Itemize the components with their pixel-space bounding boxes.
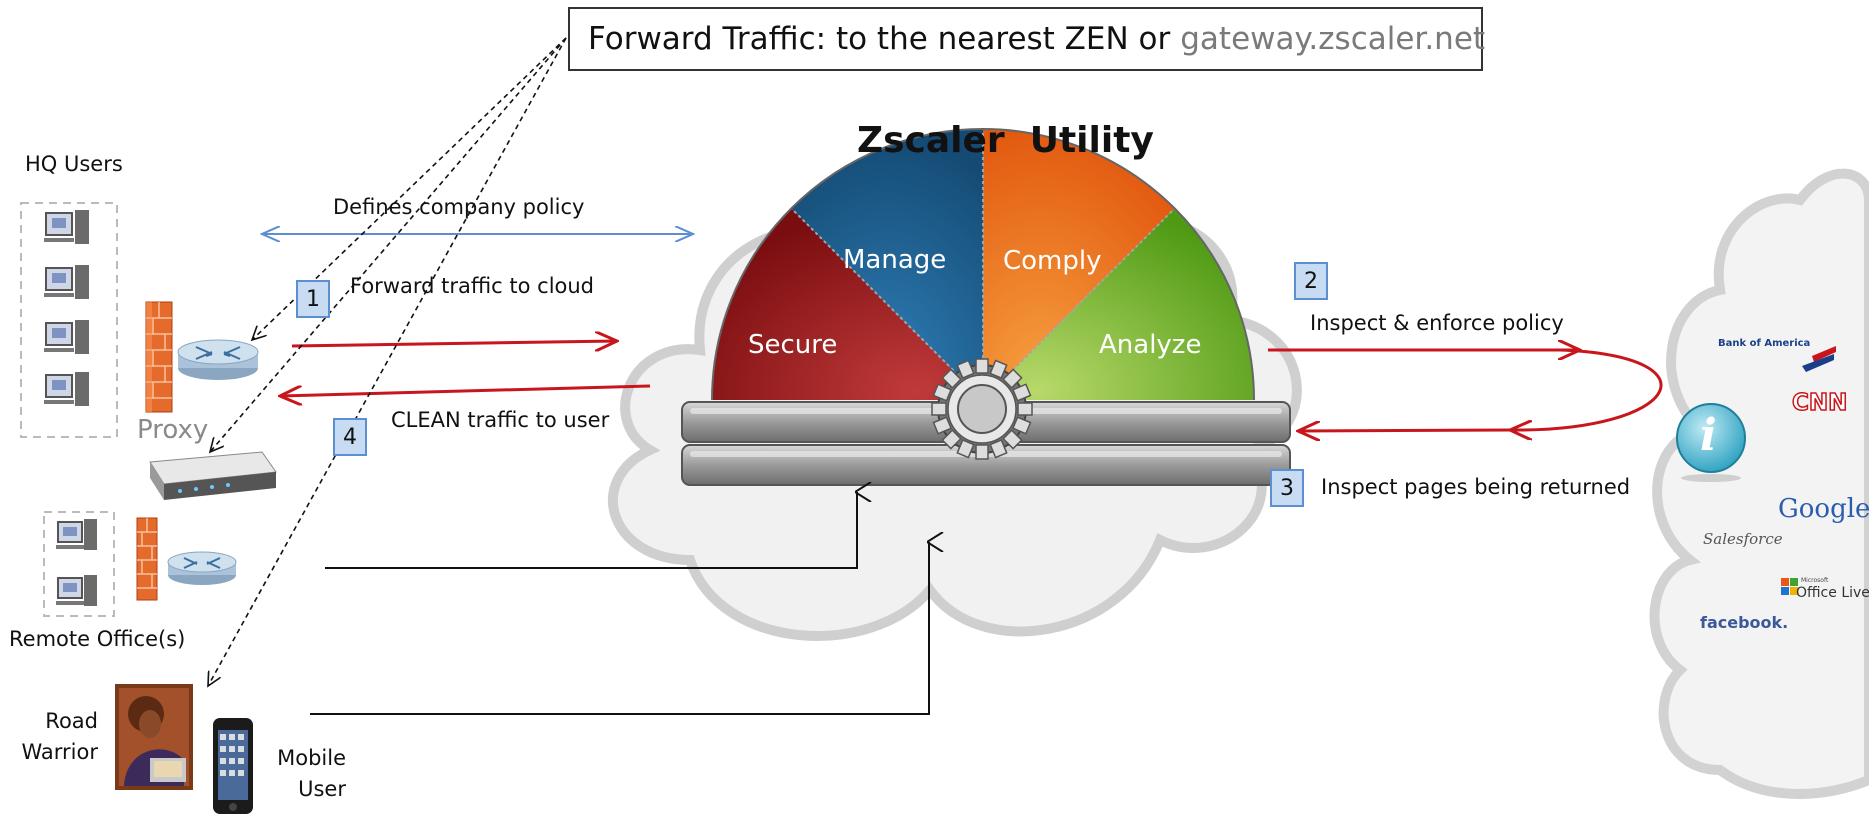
remote-office-label: Remote Office(s) [9, 627, 186, 651]
utility-gauge [711, 128, 1255, 401]
remote-office-connector [325, 492, 857, 569]
road-warrior-connector [310, 542, 929, 715]
segment-manage-shape [791, 128, 983, 401]
mobile-user-label: Mobile User [277, 746, 346, 801]
office-live-icon [1781, 578, 1798, 595]
remote-office-group [43, 511, 115, 617]
computer-icon [44, 372, 89, 406]
clean-traffic-arrow [280, 384, 651, 396]
step-1-badge: 1 [296, 280, 330, 318]
inspect-pages-label: Inspect pages being returned [1321, 475, 1631, 499]
router-icon [177, 339, 259, 380]
proxy-label: Proxy [137, 415, 209, 445]
diagram-title: Zscaler Utility [857, 120, 1154, 161]
gateway-rack [681, 401, 1291, 486]
segment-analyze-shape [983, 208, 1255, 400]
computer-icon [56, 575, 97, 606]
segment-secure-shape [711, 208, 983, 400]
computer-icon [44, 265, 89, 299]
office-live-logo: Office Live [1796, 585, 1869, 601]
gateway-host: gateway.zscaler.net [1180, 21, 1486, 57]
road-warrior-label: Road Warrior [21, 709, 98, 764]
facebook-logo: facebook. [1700, 613, 1789, 632]
computer-icon [44, 320, 89, 354]
forward-traffic-arrow [291, 341, 617, 346]
proxy-appliance-icon [149, 451, 277, 500]
mobile-phone-icon [213, 718, 253, 814]
info-icon [1676, 403, 1746, 482]
inspect-return-arrow [1298, 430, 1511, 431]
firewall-icon [136, 517, 158, 601]
forward-traffic-text: Forward Traffic: to the nearest ZEN or [588, 21, 1171, 57]
segment-label-secure: Secure [748, 330, 838, 360]
segment-label-analyze: Analyze [1099, 330, 1202, 360]
hq-users-group [20, 202, 118, 438]
gear-icon [931, 358, 1033, 460]
firewall-icon [145, 301, 173, 413]
clean-traffic-label: CLEAN traffic to user [391, 408, 610, 432]
router-icon [167, 551, 237, 585]
step-4-badge: 4 [333, 418, 367, 456]
road-warrior-photo [115, 684, 193, 790]
step-3-badge: 3 [1270, 469, 1304, 507]
segment-label-manage: Manage [843, 245, 947, 275]
forward-dashed-arrows [208, 37, 567, 686]
return-loop-arrow [1510, 348, 1663, 430]
computer-icon [56, 519, 97, 550]
google-logo: Google [1778, 494, 1869, 524]
bank-of-america-logo: Bank of America [1718, 338, 1811, 349]
cnn-logo: CNN [1791, 389, 1848, 417]
microsoft-small-label: Microsoft [1801, 577, 1829, 584]
salesforce-logo: Salesforce [1703, 530, 1783, 548]
inspect-enforce-label: Inspect & enforce policy [1310, 311, 1564, 335]
step-2-badge: 2 [1294, 262, 1328, 300]
forward-traffic-callout: Forward Traffic: to the nearest ZEN or g… [568, 7, 1486, 71]
hq-users-label: HQ Users [25, 152, 123, 176]
segment-label-comply: Comply [1003, 246, 1102, 276]
segment-comply-shape [983, 128, 1175, 400]
forward-to-cloud-label: Forward traffic to cloud [350, 274, 595, 298]
internet-cloud-shape [1649, 168, 1869, 799]
defines-policy-label: Defines company policy [333, 195, 585, 219]
bank-of-america-flag-icon [1802, 346, 1836, 372]
info-icon-glyph: i [1700, 410, 1717, 461]
computer-icon [44, 210, 89, 244]
